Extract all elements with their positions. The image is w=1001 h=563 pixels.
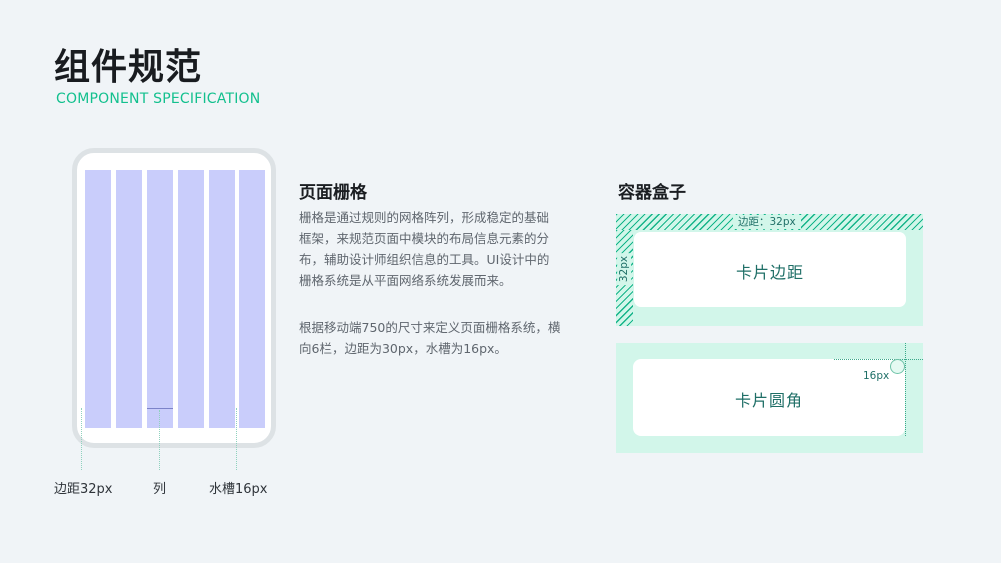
gutter-label: 水槽16px: [209, 482, 268, 497]
page-subtitle: COMPONENT SPECIFICATION: [56, 91, 261, 107]
card-margin-label: 卡片边距: [735, 263, 804, 282]
radius-circle-marker: [890, 359, 905, 374]
left-padding-label: 32px: [617, 252, 632, 286]
column-label: 列: [153, 482, 167, 497]
margin-guide-line: [81, 408, 82, 470]
margin-label: 边距32px: [54, 482, 113, 497]
grid-section-title: 页面栅格: [299, 183, 367, 203]
radius-label: 16px: [863, 370, 890, 382]
grid-column-4: [178, 170, 204, 428]
card-margin-card: 卡片边距: [634, 232, 906, 307]
card-radius-label: 卡片圆角: [734, 391, 803, 410]
page-title: 组件规范: [54, 47, 203, 88]
radius-guide-horizontal: [834, 359, 923, 360]
gutter-guide-line: [236, 408, 237, 470]
grid-column-5: [209, 170, 235, 428]
grid-column-3: [147, 170, 173, 428]
grid-column-6: [239, 170, 265, 428]
container-section-title: 容器盒子: [618, 183, 686, 203]
card-radius-card: 卡片圆角: [633, 359, 905, 436]
radius-guide-vertical: [905, 343, 906, 436]
grid-section-paragraph-2: 根据移动端750的尺寸来定义页面栅格系统，横向6栏，边距为30px，水槽为16p…: [299, 320, 561, 356]
column-guide-line: [159, 410, 160, 470]
grid-section-paragraph-1: 栅格是通过规则的网格阵列，形成稳定的基础框架，来规范页面中模块的布局信息元素的分…: [299, 210, 550, 288]
top-padding-label: 边距：32px: [733, 215, 801, 229]
column-width-marker: [147, 408, 173, 409]
grid-column-1: [85, 170, 111, 428]
grid-column-2: [116, 170, 142, 428]
